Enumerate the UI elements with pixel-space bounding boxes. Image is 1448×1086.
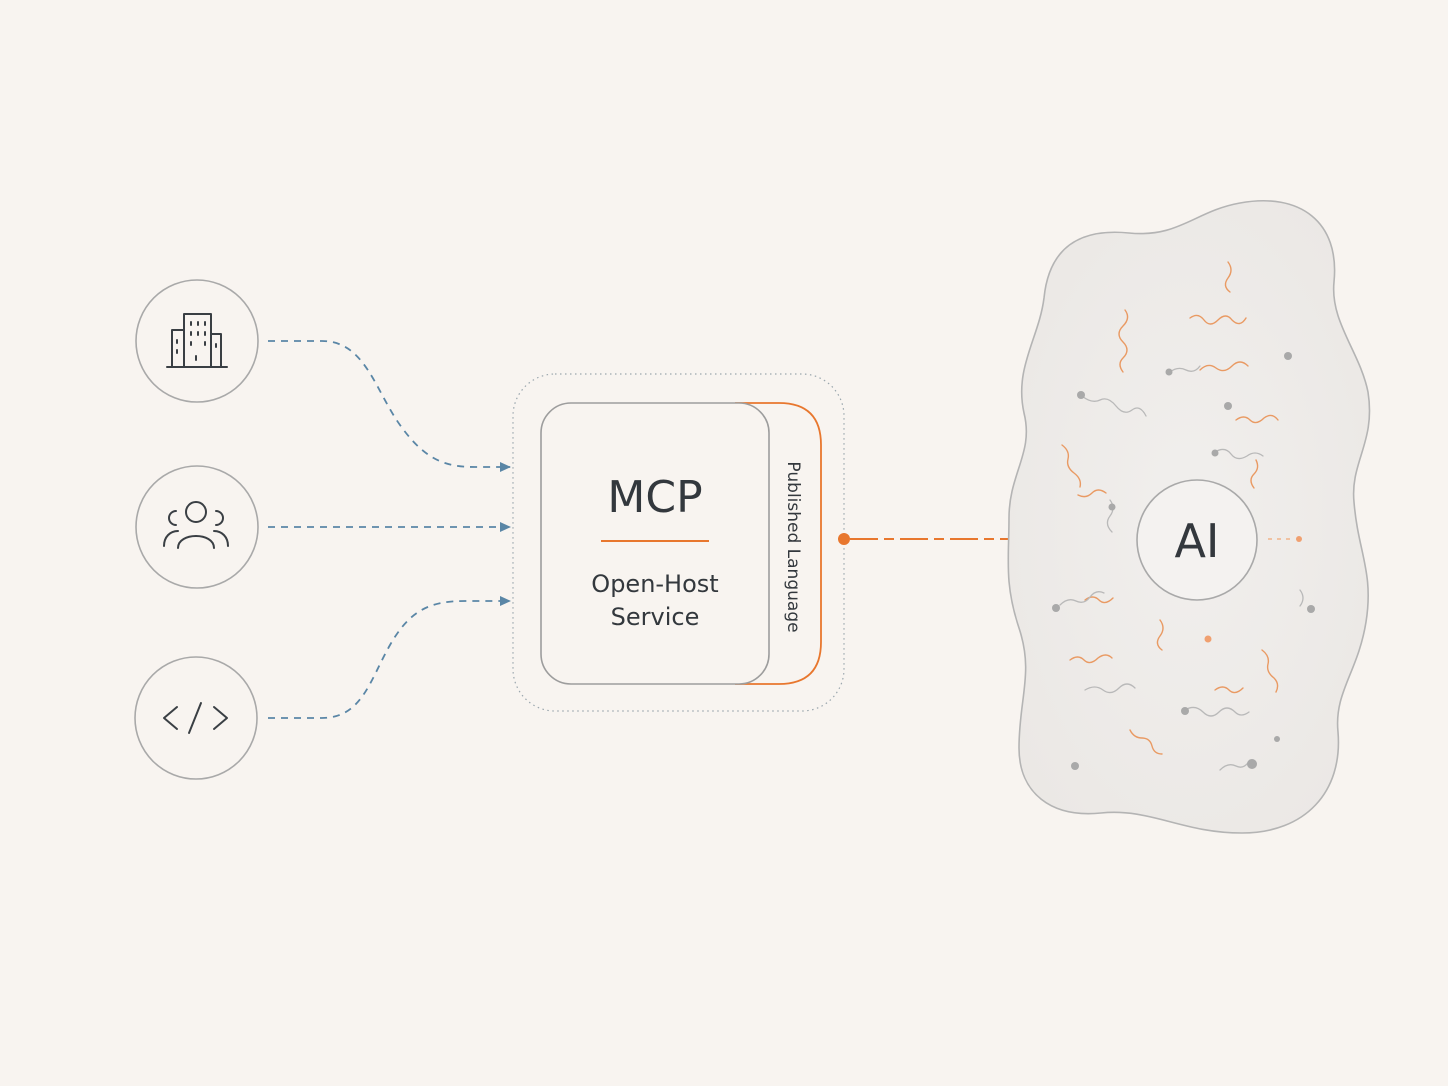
mcp-boundary <box>512 373 845 712</box>
mcp-subtitle-line2: Service <box>611 603 700 631</box>
published-language-label: Published Language <box>783 461 803 632</box>
source-node-users <box>135 465 259 589</box>
arrow-organization-to-mcp <box>268 340 511 472</box>
mcp-subtitle-line1: Open-Host <box>591 570 718 598</box>
ai-label: AI <box>1174 514 1219 568</box>
ai-node: AI <box>1136 479 1258 601</box>
users-group-icon <box>163 501 229 549</box>
mcp-box <box>540 402 770 685</box>
code-icon <box>163 702 228 734</box>
ai-cloud-texture <box>1052 261 1315 771</box>
mcp-title: MCP <box>607 472 702 523</box>
building-icon <box>166 313 228 368</box>
output-arrow-origin-dot <box>838 533 850 545</box>
source-node-developers <box>134 656 258 780</box>
source-node-organization <box>135 279 259 403</box>
arrow-developers-to-mcp <box>268 596 511 719</box>
